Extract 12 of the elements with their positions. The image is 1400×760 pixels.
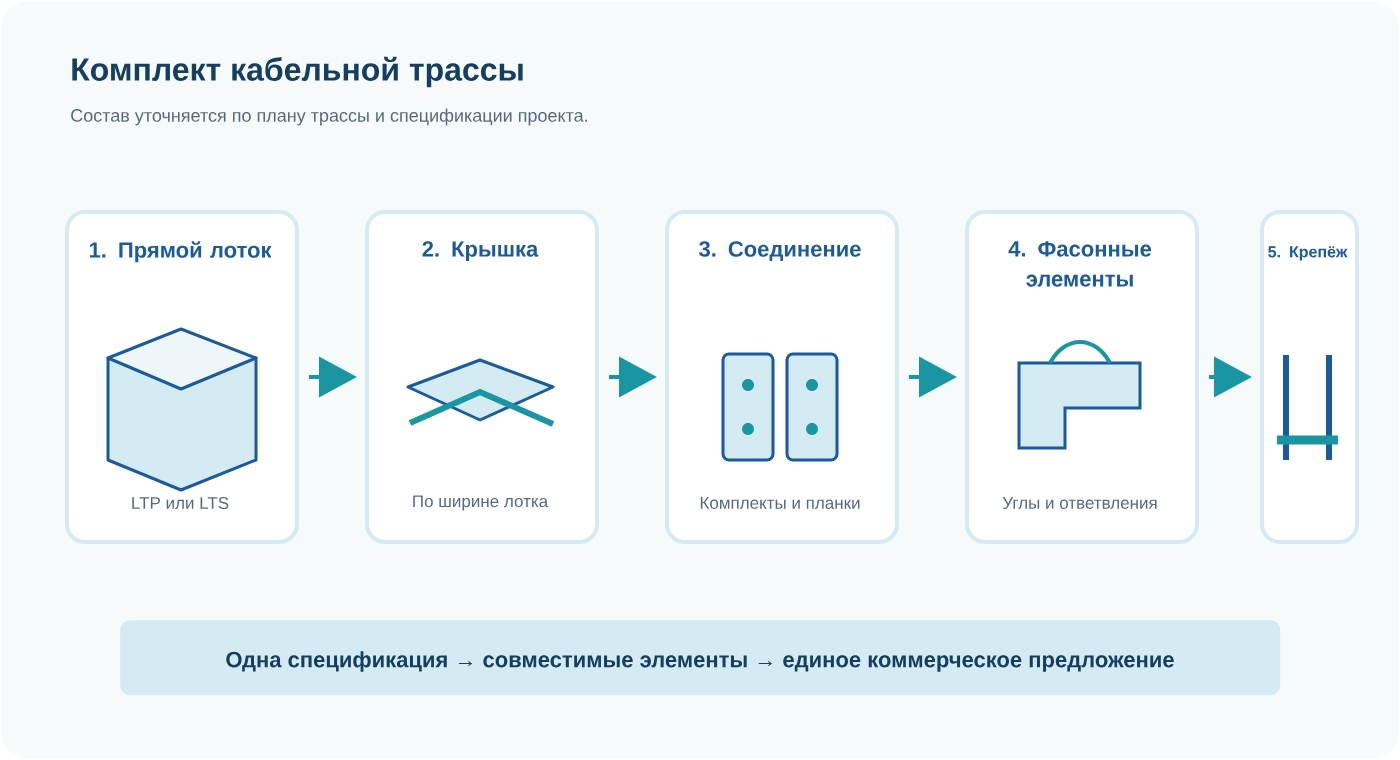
card-description: LTP или LTS (132, 497, 229, 509)
summary-band: Одна спецификация → совместимые элементы → единое коммерческое предложение (120, 620, 1281, 696)
card-heading: 4. Фасонные элементы (1008, 241, 1152, 287)
card-description: Углы и ответвления (1002, 497, 1157, 509)
card-description: Комплекты и планки (700, 497, 860, 509)
subtitle: Состав уточняется по плану трассы и спецификации проекта. (71, 108, 587, 126)
card-heading: 2. Крышка (422, 241, 539, 262)
card-heading: 1. Прямой лоток (89, 241, 272, 263)
card-heading: 3. Соединение (699, 241, 861, 261)
card-description: По ширине лотка (413, 495, 549, 511)
title: Комплект кабельной трассы (72, 56, 523, 88)
card-heading: 5. Крепёж (1268, 246, 1348, 261)
